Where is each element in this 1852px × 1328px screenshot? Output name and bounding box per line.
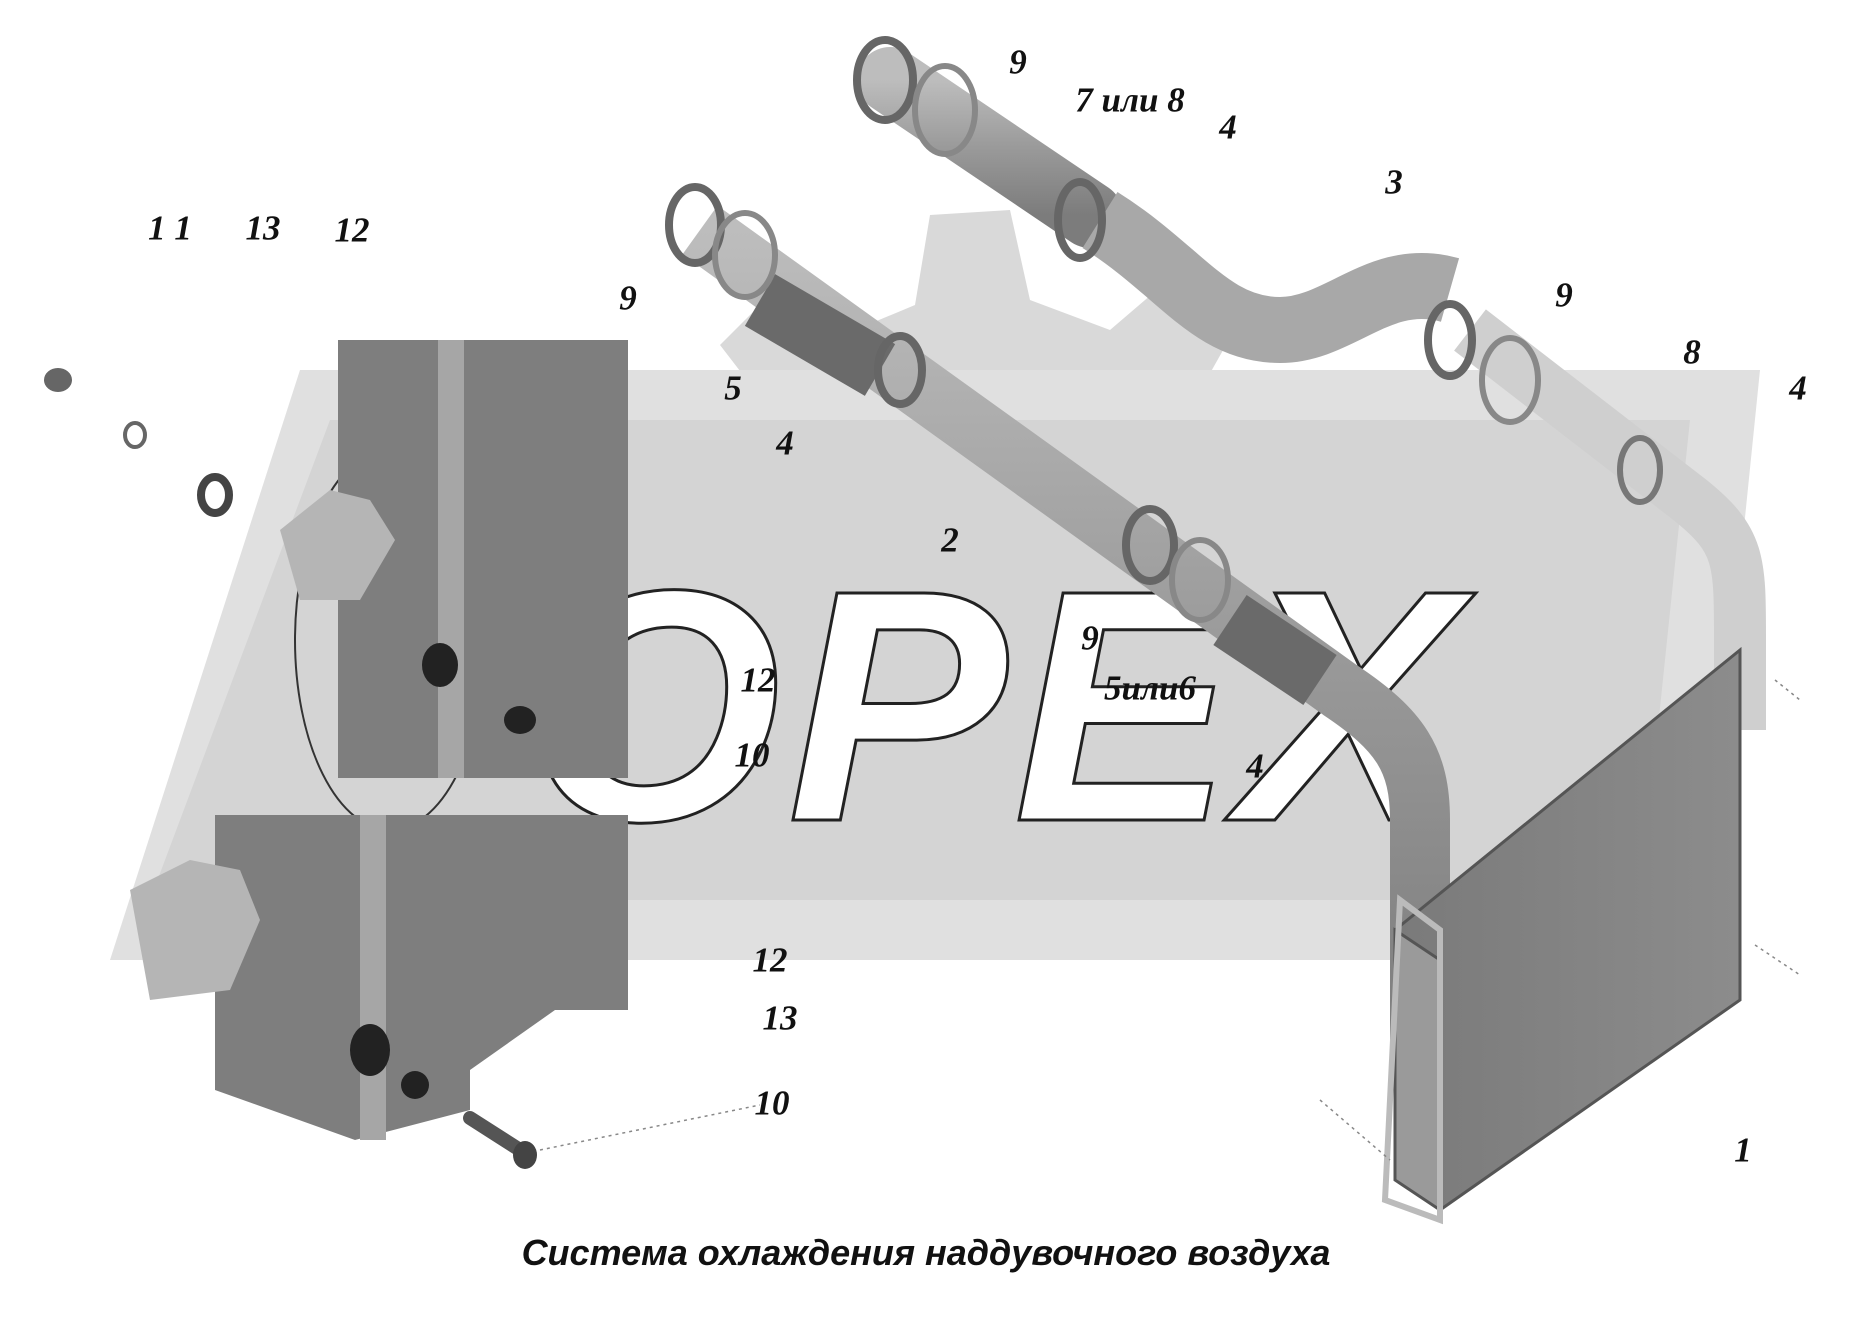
callout-9-right-clamp: 9: [1555, 275, 1573, 315]
radiator-core: [1381, 646, 1742, 1225]
callout-1-radiator: 1: [1734, 1130, 1752, 1170]
callout-13-fastener: 13: [245, 208, 281, 248]
callout-12-lower-bracket: 12: [752, 940, 788, 980]
middle-pipe-assembly: [665, 183, 1450, 1060]
callout-9-lower-clamp: 9: [1081, 618, 1099, 658]
callout-3-upper-pipe: 3: [1385, 162, 1403, 202]
bolt-lower: [463, 1111, 537, 1169]
callout-10-lower-bracket: 10: [754, 1083, 790, 1123]
callout-12-fastener: 12: [334, 210, 370, 250]
callout-8-right-hose: 8: [1683, 332, 1701, 372]
diagram-caption: Система охлаждения наддувочного воздуха: [521, 1232, 1331, 1273]
callout-5-mid-hose: 5: [724, 368, 742, 408]
callout-5-or-6-lower-hose: 5или6: [1104, 668, 1196, 708]
callout-7-or-8-upper-hose: 7 или 8: [1075, 80, 1185, 120]
callout-2-mid-pipe: 2: [941, 520, 959, 560]
callout-4-upper-clamp: 4: [1219, 107, 1237, 147]
callout-11-fastener: 1 1: [148, 208, 192, 248]
upper-pipe-assembly: [853, 36, 1766, 730]
callout-10-upper-bracket: 10: [734, 735, 770, 775]
leader-lines: [539, 679, 1801, 1161]
callout-4-right-clamp: 4: [1789, 368, 1807, 408]
callout-4-mid-clamp: 4: [776, 423, 794, 463]
fasteners-left: [44, 368, 233, 517]
upper-bracket: [280, 340, 628, 778]
callout-9-mid-clamp: 9: [619, 278, 637, 318]
callout-9-upper-clamp: 9: [1009, 42, 1027, 82]
lower-bracket: [130, 815, 628, 1140]
callout-4-lower-clamp: 4: [1246, 746, 1264, 786]
callout-13-lower-bracket: 13: [762, 998, 798, 1038]
callout-12-upper-bracket: 12: [740, 660, 776, 700]
